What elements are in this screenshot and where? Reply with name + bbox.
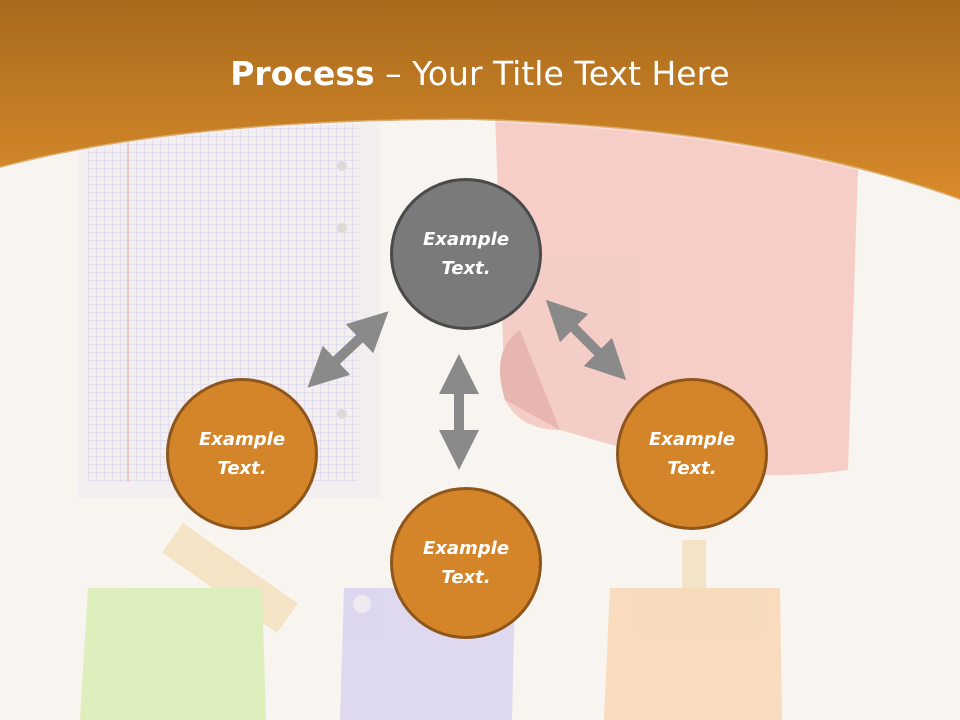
process-node-right: Example Text. bbox=[616, 378, 768, 530]
red-sticky-note bbox=[495, 110, 860, 475]
slide-title: Process – Your Title Text Here bbox=[0, 52, 960, 96]
grid-paper-sheet bbox=[78, 118, 380, 498]
title-bold: Process bbox=[230, 54, 375, 93]
green-sticky-note bbox=[80, 523, 298, 720]
title-rest: Your Title Text Here bbox=[412, 54, 730, 93]
process-node-top: Example Text. bbox=[390, 178, 542, 330]
process-node-left: Example Text. bbox=[166, 378, 318, 530]
title-dash: – bbox=[374, 54, 413, 93]
process-node-bottom: Example Text. bbox=[390, 487, 542, 639]
header-band bbox=[0, 0, 960, 200]
orange-sticky-note bbox=[604, 540, 782, 720]
